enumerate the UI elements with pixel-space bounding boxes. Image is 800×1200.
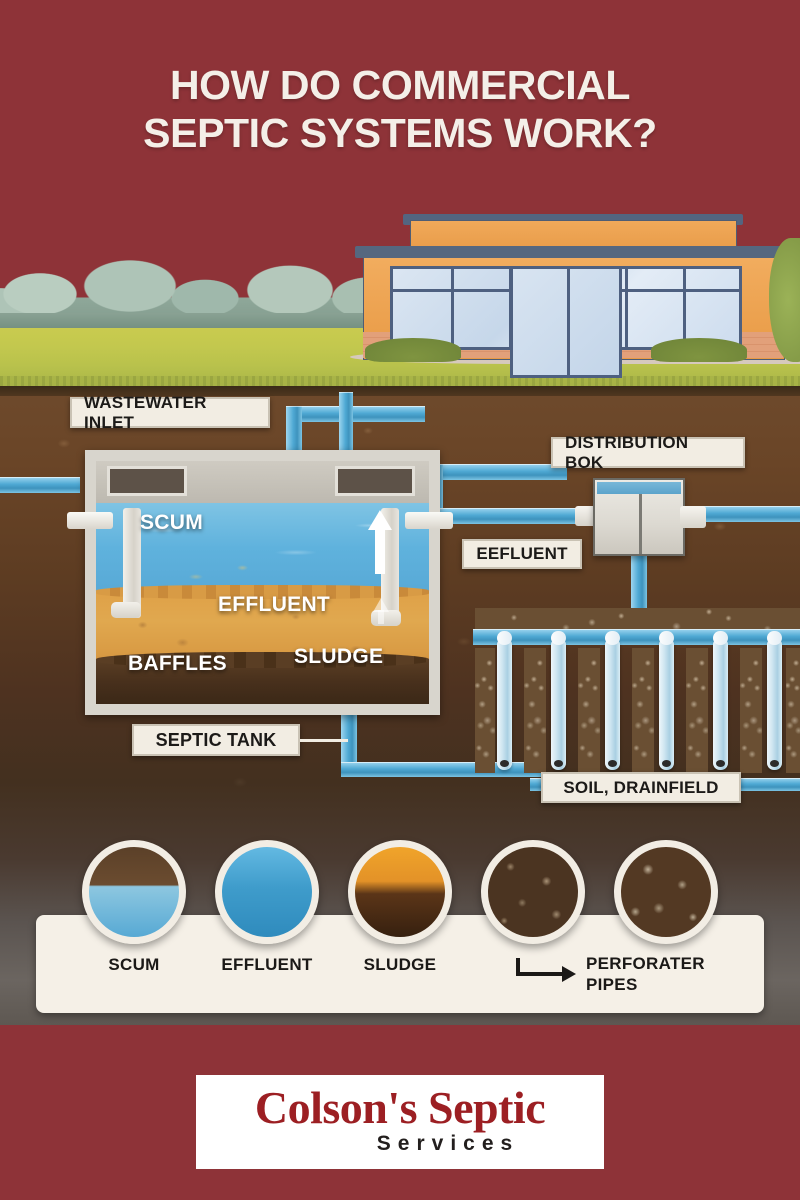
lateral-endcap: [551, 631, 566, 645]
perforated-pipes-line-1: PERFORATER: [586, 954, 705, 973]
gravel-bed-col-6: [740, 648, 762, 773]
bracket-horizontal: [516, 972, 564, 976]
callout-effluent: EEFLUENT: [462, 539, 582, 569]
legend-swatch-sludge: [348, 840, 452, 944]
lateral-opening: [662, 760, 671, 767]
shrub-left: [365, 338, 461, 362]
perforated-lateral-pipe: [659, 631, 674, 770]
dbox-cover: [597, 482, 681, 494]
flow-arrow-small: [373, 598, 389, 624]
lateral-opening: [716, 760, 725, 767]
legend-swatch-effluent: [215, 840, 319, 944]
inlet-pipe-top-run: [295, 406, 425, 422]
bracket-vertical: [516, 958, 520, 976]
arrow-head-icon: [368, 510, 392, 530]
entry-doors: [510, 266, 622, 378]
lateral-endcap: [713, 631, 728, 645]
tank-outlet-stub: [405, 512, 453, 529]
window-mullion: [451, 269, 454, 347]
lateral-opening: [554, 760, 563, 767]
tank-label-sludge: SLUDGE: [294, 645, 384, 668]
perforated-pipes-bracket-arrow-icon: [516, 958, 578, 982]
lateral-endcap: [497, 631, 512, 645]
tank-access-hatch-left: [107, 466, 187, 496]
septic-tank-leader-line: [300, 739, 348, 742]
legend-swatch-gravel-2: [614, 840, 718, 944]
window-mullion: [683, 269, 686, 347]
gravel-bed-col-3: [578, 648, 600, 773]
gravel-bed-col-7: [786, 648, 800, 773]
perforated-lateral-pipe: [767, 631, 782, 770]
title-line-1: HOW DO COMMERCIAL: [169, 62, 631, 108]
callout-septic-tank: SEPTIC TANK: [132, 724, 300, 756]
lateral-endcap: [605, 631, 620, 645]
perforated-lateral-pipe: [551, 631, 566, 770]
legend-swatch-scum: [82, 840, 186, 944]
distribution-box: [593, 478, 685, 556]
arrow-stem: [378, 610, 384, 624]
lateral-opening: [500, 760, 509, 767]
tank-label-effluent: EFFLUENT: [218, 593, 331, 616]
dbox-outlet-pipe: [680, 506, 800, 522]
inlet-pipe-left-run: [0, 477, 80, 493]
perforated-lateral-pipe: [497, 631, 512, 770]
dbox-downfeed-pipe: [631, 552, 647, 626]
door-mullion: [567, 269, 570, 375]
drainfield-header-pipe: [473, 629, 800, 645]
perforated-pipes-line-2: PIPES: [586, 975, 638, 995]
perforated-lateral-pipe: [713, 631, 728, 770]
gravel-bed-col-4: [632, 648, 654, 773]
gravel-bed-col-5: [686, 648, 708, 773]
main-roof-fascia: [355, 246, 795, 258]
legend-label-scum: SCUM: [108, 955, 160, 974]
dbox-divider: [639, 494, 642, 554]
arrow-head-icon: [373, 598, 389, 612]
title-line-2: SEPTIC SYSTEMS WORK?: [143, 109, 657, 156]
commercial-building: [355, 210, 800, 378]
page-title: HOW DO COMMERCIAL SEPTIC SYSTEMS WORK?: [0, 62, 800, 158]
tank-label-scum: SCUM: [140, 511, 204, 534]
effluent-pipe-lower: [427, 508, 577, 524]
tank-label-baffles: BAFFLES: [128, 652, 227, 675]
dbox-outlet-coupling: [680, 506, 706, 528]
effluent-pipe-to-dbox: [427, 464, 567, 480]
perforated-lateral-pipe: [605, 631, 620, 770]
lateral-endcap: [659, 631, 674, 645]
legend-label-perforated-pipes: PERFORATER PIPES: [586, 953, 766, 996]
lateral-opening: [608, 760, 617, 767]
lateral-endcap: [767, 631, 782, 645]
topsoil-band: [0, 386, 800, 396]
upper-roof-fascia: [403, 214, 743, 225]
callout-wastewater-inlet: WASTEWATER INLET: [70, 393, 270, 432]
gravel-bed-col-2: [524, 648, 546, 773]
logo-tagline: Services: [376, 1132, 520, 1155]
company-logo: Colson's Septic Services: [196, 1075, 604, 1169]
logo-company-name: Colson's Septic: [254, 1082, 546, 1133]
legend-swatch-gravel-1: [481, 840, 585, 944]
legend-label-effluent: EFFLUENT: [221, 955, 313, 974]
arrow-stem: [375, 526, 385, 574]
lateral-opening: [770, 760, 779, 767]
arrow-head-icon: [562, 966, 576, 982]
inlet-baffle: [111, 508, 141, 618]
callout-distribution-box: DISTRIBUTION BOK: [551, 433, 745, 472]
tank-access-hatch-right: [335, 466, 415, 496]
window-mullion: [625, 269, 628, 347]
flow-arrow-up: [368, 510, 392, 574]
shrub-right: [651, 338, 747, 362]
tank-inlet-stub: [67, 512, 113, 529]
callout-soil-drainfield: SOIL, DRAINFIELD: [541, 772, 741, 803]
legend-label-sludge: SLUDGE: [363, 955, 437, 974]
tree-right: [769, 238, 800, 362]
septic-tank: [67, 450, 453, 715]
sludge-layer: [96, 652, 429, 704]
gravel-bed-col-1: [475, 648, 495, 773]
